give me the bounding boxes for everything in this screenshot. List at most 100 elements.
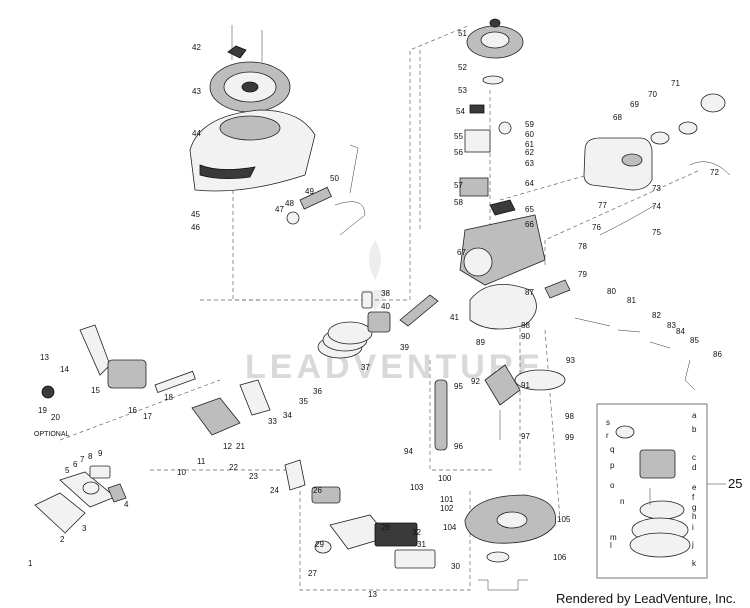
callout-7: 7 xyxy=(80,455,85,464)
inset-r: r xyxy=(606,431,609,440)
cylinder-head xyxy=(154,370,271,436)
callout-20: 20 xyxy=(51,413,60,422)
callout-96: 96 xyxy=(454,442,463,451)
callout-91: 91 xyxy=(521,381,530,390)
callout-44: 44 xyxy=(192,129,201,138)
callout-90: 90 xyxy=(521,332,530,341)
callout-69: 69 xyxy=(630,100,639,109)
piston-and-rings xyxy=(317,291,439,359)
callout-21: 21 xyxy=(236,442,245,451)
callout-28: 28 xyxy=(381,523,390,532)
callout-49: 49 xyxy=(305,187,314,196)
callout-99: 99 xyxy=(565,433,574,442)
callout-3: 3 xyxy=(82,524,87,533)
callout-105: 105 xyxy=(557,515,571,524)
ignition-parts xyxy=(459,104,512,197)
callout-48: 48 xyxy=(285,199,294,208)
inset-d: d xyxy=(692,463,696,472)
callout-1: 1 xyxy=(28,559,33,568)
callout-39: 39 xyxy=(400,343,409,352)
recoil-starter-assembly xyxy=(209,25,291,113)
callout-76: 76 xyxy=(592,223,601,232)
callout-83: 83 xyxy=(667,321,676,330)
callout-17: 17 xyxy=(143,412,152,421)
callout-4: 4 xyxy=(124,500,129,509)
callout-75: 75 xyxy=(652,228,661,237)
callout-54: 54 xyxy=(456,107,465,116)
inset-q: q xyxy=(610,445,614,454)
callout-6: 6 xyxy=(73,460,78,469)
callout-34: 34 xyxy=(283,411,292,420)
callout-57: 57 xyxy=(454,181,463,190)
callout-8: 8 xyxy=(88,452,93,461)
callout-102: 102 xyxy=(440,504,454,513)
callout-42: 42 xyxy=(192,43,201,52)
inset-n: n xyxy=(620,497,624,506)
muffler-assembly xyxy=(41,324,147,399)
callout-100: 100 xyxy=(438,474,452,483)
oil-sump xyxy=(464,494,557,591)
callout-27: 27 xyxy=(308,569,317,578)
callout-33: 33 xyxy=(268,417,277,426)
callout-85: 85 xyxy=(690,336,699,345)
callout-84: 84 xyxy=(676,327,685,336)
crankshaft xyxy=(434,364,566,451)
inset-a: a xyxy=(692,411,697,420)
carburetor-and-filter xyxy=(311,486,436,569)
callout-73: 73 xyxy=(652,184,661,193)
callout-80: 80 xyxy=(607,287,616,296)
inset-i: i xyxy=(692,523,694,532)
inset-b: b xyxy=(692,425,697,434)
inset-e: e xyxy=(692,483,697,492)
callout-58: 58 xyxy=(454,198,463,207)
callout-52: 52 xyxy=(458,63,467,72)
callout-67: 67 xyxy=(457,248,466,257)
callout-41: 41 xyxy=(450,313,459,322)
crankcase-gasket xyxy=(469,284,537,330)
inset-k: k xyxy=(692,559,697,568)
callout-labels: 1 2 3 4 5 6 7 8 9 10 11 12 13 14 15 16 1… xyxy=(28,29,722,599)
callout-43: 43 xyxy=(192,87,201,96)
callout-78: 78 xyxy=(578,242,587,251)
inset-f: f xyxy=(692,493,695,502)
callout-92: 92 xyxy=(471,377,480,386)
callout-60: 60 xyxy=(525,130,534,139)
blower-housing-shroud xyxy=(189,109,316,192)
callout-64: 64 xyxy=(525,179,534,188)
fuel-line-bracket xyxy=(286,144,366,236)
assembly-dashed-lines xyxy=(59,24,701,591)
callout-13: 13 xyxy=(40,353,49,362)
inset-o: o xyxy=(610,481,615,490)
air-cleaner xyxy=(34,465,116,534)
callout-26: 26 xyxy=(313,486,322,495)
callout-89: 89 xyxy=(476,338,485,347)
callout-77: 77 xyxy=(598,201,607,210)
callout-106: 106 xyxy=(553,553,567,562)
callout-5: 5 xyxy=(65,466,70,475)
callout-32: 32 xyxy=(412,528,421,537)
callout-71: 71 xyxy=(671,79,680,88)
callout-29: 29 xyxy=(315,540,324,549)
callout-25: 25 xyxy=(728,476,742,491)
callout-94: 94 xyxy=(404,447,413,456)
callout-12: 12 xyxy=(223,442,232,451)
callout-9: 9 xyxy=(98,449,103,458)
callout-53: 53 xyxy=(458,86,467,95)
callout-81: 81 xyxy=(627,296,636,305)
governor-linkage xyxy=(544,279,696,391)
callout-61: 61 xyxy=(525,140,534,149)
callout-103: 103 xyxy=(410,483,424,492)
inset-carburetor-parts xyxy=(615,425,691,558)
callout-19: 19 xyxy=(38,406,47,415)
callout-74: 74 xyxy=(652,202,661,211)
inset-h: h xyxy=(692,512,696,521)
callout-101: 101 xyxy=(440,495,454,504)
callout-16: 16 xyxy=(128,406,137,415)
inset-l: l xyxy=(610,541,612,550)
callout-59: 59 xyxy=(525,120,534,129)
inset-letter-labels: a b c d e f g h i j k l m n o p q r s xyxy=(606,411,697,568)
callout-18: 18 xyxy=(164,393,173,402)
callout-72: 72 xyxy=(710,168,719,177)
callout-37: 37 xyxy=(361,363,370,372)
